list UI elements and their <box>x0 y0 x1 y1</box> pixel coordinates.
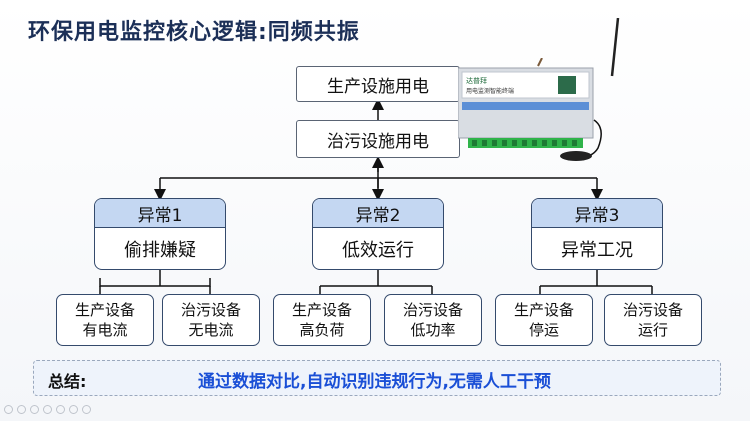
condition-state: 高负荷 <box>299 321 345 339</box>
summary-label: 总结: <box>48 372 87 391</box>
slideshow-toolbar <box>4 405 91 414</box>
condition-box: 治污设备 低功率 <box>384 294 482 346</box>
pen-icon[interactable] <box>30 405 39 414</box>
condition-device: 治污设备 <box>622 301 683 319</box>
condition-box: 生产设备 高负荷 <box>273 294 371 346</box>
anomaly-card-2: 异常2 低效运行 <box>312 198 444 270</box>
camera-icon[interactable] <box>69 405 78 414</box>
condition-device: 生产设备 <box>74 301 135 319</box>
more-icon[interactable] <box>82 405 91 414</box>
anomaly-3-title: 异常工况 <box>561 240 633 261</box>
summary-panel: 总结: 通过数据对比,自动识别违规行为,无需人工干预 <box>33 360 721 396</box>
anomaly-2-title: 低效运行 <box>342 240 414 261</box>
condition-device: 生产设备 <box>291 301 352 319</box>
device-name: 用电监测智能终端 <box>466 87 514 95</box>
condition-state: 低功率 <box>410 321 456 339</box>
condition-state: 运行 <box>637 321 668 339</box>
condition-state: 有电流 <box>82 321 128 339</box>
condition-device: 治污设备 <box>402 301 463 319</box>
condition-state: 停运 <box>528 321 559 339</box>
condition-device: 治污设备 <box>180 301 241 319</box>
device-brand: 达普拜 <box>466 76 487 85</box>
condition-device: 生产设备 <box>513 301 574 319</box>
anomaly-card-1: 异常1 偷排嫌疑 <box>94 198 226 270</box>
anomaly-card-3: 异常3 异常工况 <box>531 198 663 270</box>
anomaly-2-header: 异常2 <box>313 199 443 228</box>
anomaly-1-title: 偷排嫌疑 <box>124 240 196 261</box>
slides-grid-icon[interactable] <box>43 405 52 414</box>
production-power-node: 生产设施用电 <box>296 66 460 102</box>
condition-box: 生产设备 有电流 <box>56 294 154 346</box>
anomaly-1-header: 异常1 <box>95 199 225 228</box>
next-slide-icon[interactable] <box>17 405 26 414</box>
prev-slide-icon[interactable] <box>4 405 13 414</box>
bracket-1 <box>99 278 211 287</box>
summary-text: 通过数据对比,自动识别违规行为,无需人工干预 <box>198 372 551 392</box>
monitoring-terminal-image: 达普拜 用电监测智能终端 <box>457 57 608 164</box>
page-title: 环保用电监控核心逻辑:同频共振 <box>28 20 360 45</box>
condition-state: 无电流 <box>188 321 234 339</box>
zoom-icon[interactable] <box>56 405 65 414</box>
condition-box: 治污设备 无电流 <box>162 294 260 346</box>
condition-box: 治污设备 运行 <box>604 294 702 346</box>
condition-box: 生产设备 停运 <box>495 294 593 346</box>
antenna-icon <box>610 18 620 77</box>
treatment-power-node: 治污设施用电 <box>296 120 460 158</box>
anomaly-3-header: 异常3 <box>532 199 662 228</box>
